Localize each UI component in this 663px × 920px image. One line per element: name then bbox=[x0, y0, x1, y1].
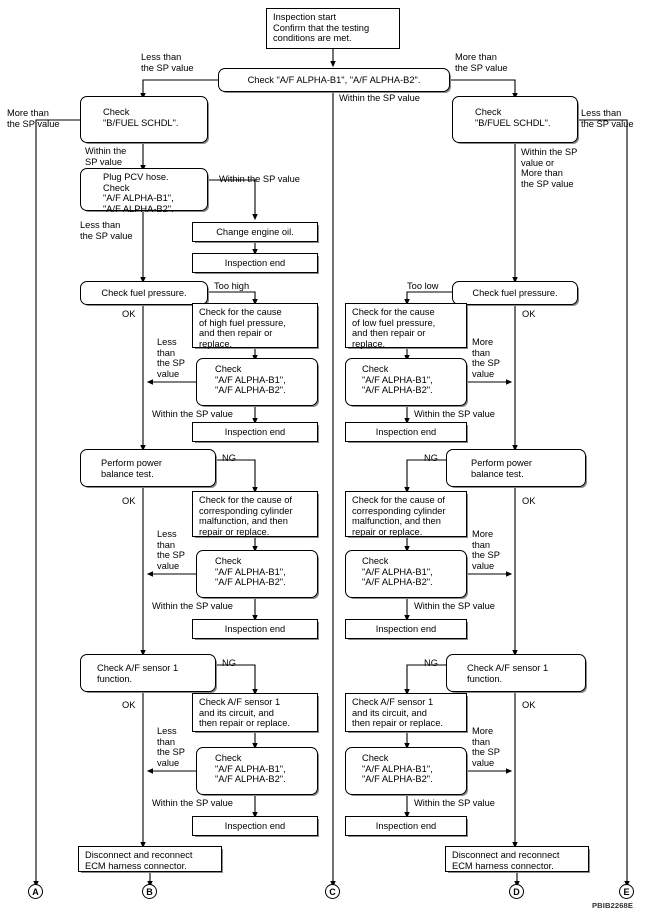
edge-label-right-ok-3: OK bbox=[522, 700, 536, 710]
edge-label-within-sp-center: Within the SP value bbox=[339, 93, 420, 103]
node-right-check-fuel-pressure: Check fuel pressure. bbox=[452, 281, 578, 305]
edge-label-left-ng-1: NG bbox=[222, 453, 236, 463]
edge-label-left-less-than-sp-2: Less than the SP value bbox=[80, 220, 133, 241]
node-right-af-sensor-circuit: Check A/F sensor 1 and its circuit, and … bbox=[345, 693, 467, 732]
edge-label-left-less-stack-2: Less than the SP value bbox=[157, 529, 185, 571]
edge-label-more-than-sp-far-left: More than the SP value bbox=[7, 108, 60, 129]
edge-label-left-within-sp-3: Within the SP value bbox=[152, 601, 233, 611]
edge-label-left-within-sp-side: Within the SP value bbox=[219, 174, 300, 184]
edge-label-left-ng-2: NG bbox=[222, 658, 236, 668]
node-left-check-alpha-2: Check "A/F ALPHA-B1", "A/F ALPHA-B2". bbox=[196, 550, 318, 598]
edge-label-left-ok-1: OK bbox=[122, 309, 136, 319]
node-left-power-balance-test: Perform power balance test. bbox=[80, 449, 216, 487]
edge-label-less-than-sp-far-right: Less than the SP value bbox=[581, 108, 634, 129]
node-right-check-alpha-3: Check "A/F ALPHA-B1", "A/F ALPHA-B2". bbox=[345, 747, 467, 795]
node-right-cylinder-cause: Check for the cause of corresponding cyl… bbox=[345, 491, 467, 537]
edge-label-right-ng-2: NG bbox=[424, 658, 438, 668]
node-right-check-alpha-1: Check "A/F ALPHA-B1", "A/F ALPHA-B2". bbox=[345, 358, 467, 406]
node-right-check-alpha-2: Check "A/F ALPHA-B1", "A/F ALPHA-B2". bbox=[345, 550, 467, 598]
edge-label-left-too-high: Too high bbox=[214, 281, 250, 291]
node-right-inspection-end-3: Inspection end bbox=[345, 816, 467, 836]
node-left-af-sensor-circuit: Check A/F sensor 1 and its circuit, and … bbox=[192, 693, 318, 732]
edge-label-right-within-or-more: Within the SP value or More than the SP … bbox=[521, 147, 578, 189]
connector-marker-e: E bbox=[619, 884, 634, 899]
edge-label-right-within-sp-2: Within the SP value bbox=[414, 601, 495, 611]
node-left-check-fuel-pressure: Check fuel pressure. bbox=[80, 281, 208, 305]
edge-label-more-than-sp-top: More than the SP value bbox=[455, 52, 508, 73]
edge-label-left-within-sp-4: Within the SP value bbox=[152, 798, 233, 808]
node-left-af-sensor-function: Check A/F sensor 1 function. bbox=[80, 654, 216, 692]
node-inspection-start: Inspection start Confirm that the testin… bbox=[266, 8, 400, 49]
edge-label-less-than-sp-top: Less than the SP value bbox=[141, 52, 194, 73]
edge-label-left-ok-2: OK bbox=[122, 496, 136, 506]
edge-label-right-too-low: Too low bbox=[407, 281, 439, 291]
edge-label-right-more-stack-2: More than the SP value bbox=[472, 529, 500, 571]
edge-label-right-ok-1: OK bbox=[522, 309, 536, 319]
node-left-high-fuel-cause: Check for the cause of high fuel pressur… bbox=[192, 303, 318, 349]
node-left-check-alpha-1: Check "A/F ALPHA-B1", "A/F ALPHA-B2". bbox=[196, 358, 318, 406]
node-right-af-sensor-function: Check A/F sensor 1 function. bbox=[446, 654, 586, 692]
edge-label-left-within-sp-2: Within the SP value bbox=[152, 409, 233, 419]
node-right-inspection-end-1: Inspection end bbox=[345, 422, 467, 442]
node-right-bfuel-schdl: Check "B/FUEL SCHDL". bbox=[452, 96, 578, 143]
edge-label-left-less-stack-1: Less than the SP value bbox=[157, 337, 185, 379]
edge-label-left-less-stack-3: Less than the SP value bbox=[157, 726, 185, 768]
node-check-alpha-main: Check "A/F ALPHA-B1", "A/F ALPHA-B2". bbox=[218, 68, 450, 92]
edge-label-right-within-sp-1: Within the SP value bbox=[414, 409, 495, 419]
edge-label-right-more-stack-3: More than the SP value bbox=[472, 726, 500, 768]
node-left-inspection-end-4: Inspection end bbox=[192, 816, 318, 836]
connector-marker-a: A bbox=[28, 884, 43, 899]
edge-label-left-within-sp-1: Within the SP value bbox=[85, 146, 127, 167]
node-right-disconnect-ecm: Disconnect and reconnect ECM harness con… bbox=[445, 846, 589, 872]
node-right-low-fuel-cause: Check for the cause of low fuel pressure… bbox=[345, 303, 467, 349]
node-left-inspection-end-1: Inspection end bbox=[192, 253, 318, 273]
node-right-inspection-end-2: Inspection end bbox=[345, 619, 467, 639]
connector-marker-c: C bbox=[325, 884, 340, 899]
node-left-plug-pcv: Plug PCV hose. Check "A/F ALPHA-B1", "A/… bbox=[80, 168, 208, 214]
node-left-inspection-end-2: Inspection end bbox=[192, 422, 318, 442]
node-right-power-balance-test: Perform power balance test. bbox=[446, 449, 586, 487]
edge-label-right-more-stack-1: More than the SP value bbox=[472, 337, 500, 379]
node-left-check-alpha-3: Check "A/F ALPHA-B1", "A/F ALPHA-B2". bbox=[196, 747, 318, 795]
figure-reference-code: PBIB2268E bbox=[592, 901, 634, 910]
connector-marker-d: D bbox=[509, 884, 524, 899]
connector-marker-b: B bbox=[142, 884, 157, 899]
edge-label-right-ng-1: NG bbox=[424, 453, 438, 463]
node-left-bfuel-schdl: Check "B/FUEL SCHDL". bbox=[80, 96, 208, 143]
node-left-change-engine-oil: Change engine oil. bbox=[192, 222, 318, 242]
edge-label-right-ok-2: OK bbox=[522, 496, 536, 506]
node-left-disconnect-ecm: Disconnect and reconnect ECM harness con… bbox=[78, 846, 222, 872]
edge-label-right-within-sp-3: Within the SP value bbox=[414, 798, 495, 808]
node-left-inspection-end-3: Inspection end bbox=[192, 619, 318, 639]
node-left-cylinder-cause: Check for the cause of corresponding cyl… bbox=[192, 491, 318, 537]
edge-label-left-ok-3: OK bbox=[122, 700, 136, 710]
